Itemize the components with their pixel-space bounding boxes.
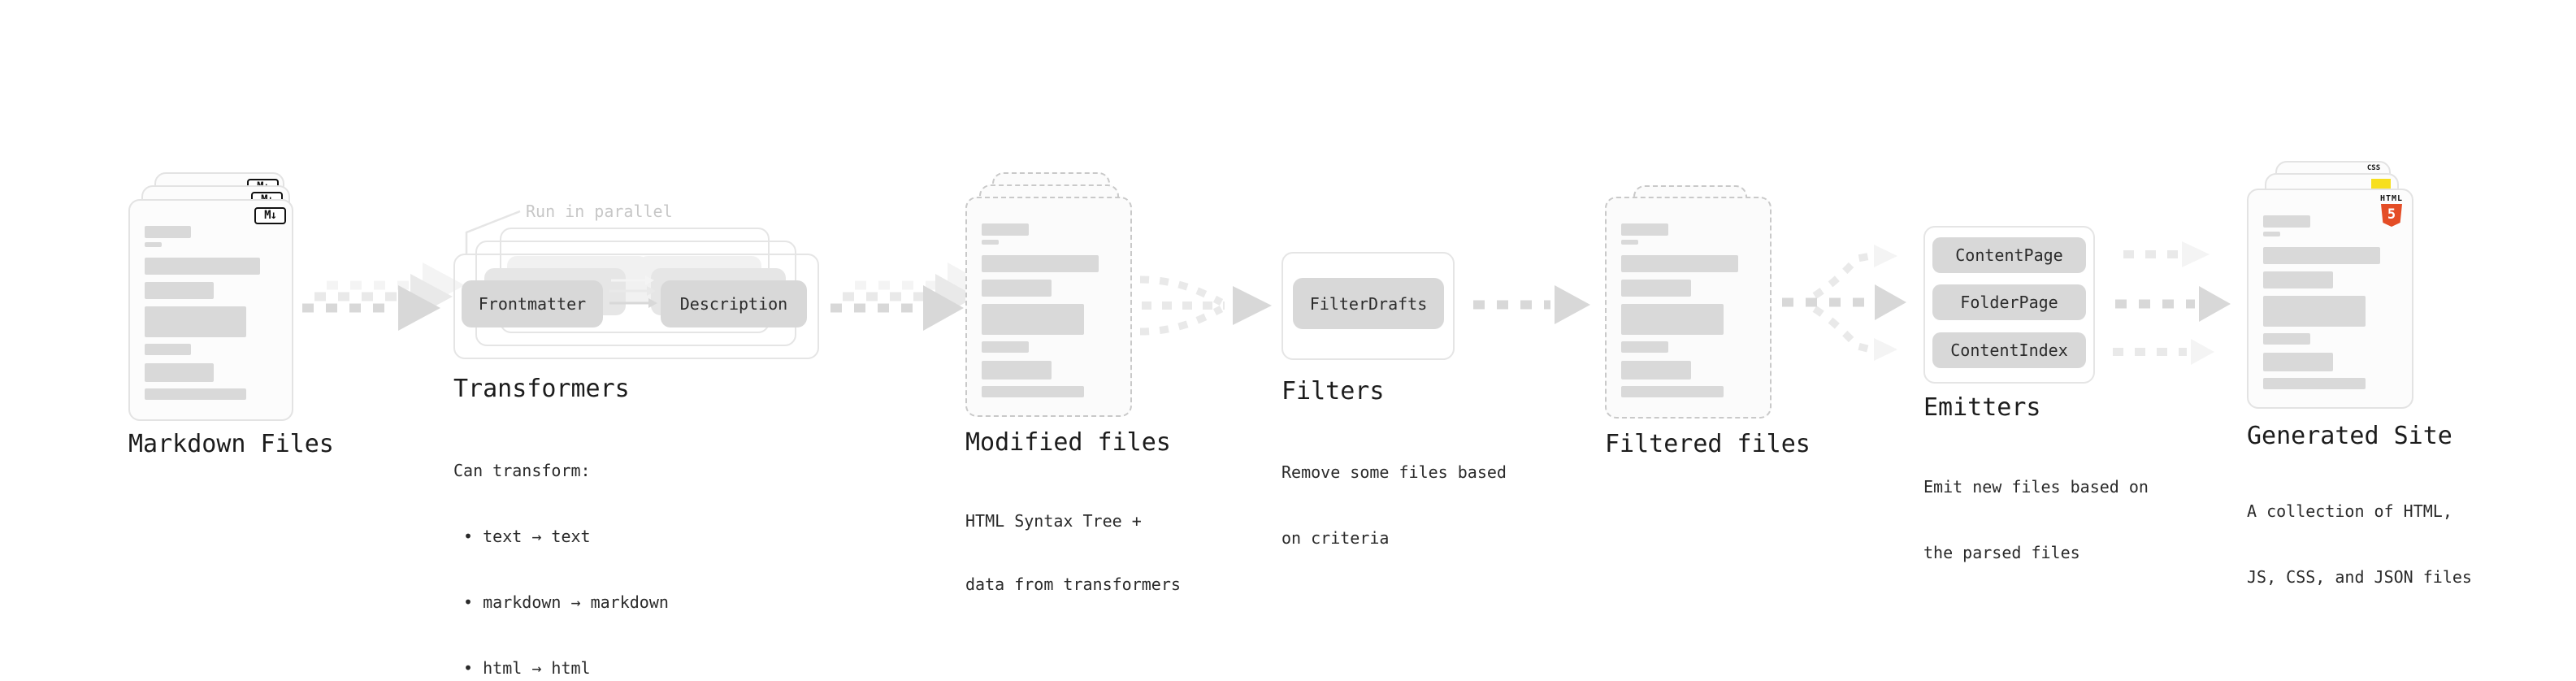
stage-label-emitters: Emitters bbox=[1923, 393, 2041, 422]
flow-arrow-icon bbox=[302, 262, 465, 331]
markdown-icon: M↓ bbox=[254, 207, 286, 224]
converging-arrow-icon bbox=[1139, 275, 1272, 336]
text-line-bar bbox=[982, 361, 1052, 380]
document-card bbox=[965, 197, 1132, 417]
modified-files-description: HTML Syntax Tree + data from transformer… bbox=[965, 511, 1181, 594]
contentindex-node: ContentIndex bbox=[1932, 332, 2086, 368]
document-text-lines bbox=[145, 201, 285, 419]
stage-label-modified-files: Modified files bbox=[965, 428, 1171, 457]
document-text-lines bbox=[982, 198, 1124, 415]
text-line-bar bbox=[2263, 215, 2310, 228]
js-icon bbox=[2371, 179, 2391, 189]
text-line-bar bbox=[145, 363, 214, 382]
document-text-lines bbox=[2263, 190, 2405, 407]
text-line-bar bbox=[1621, 361, 1691, 380]
stage-label-transformers: Transformers bbox=[453, 375, 630, 403]
text-line-bar bbox=[982, 304, 1084, 335]
text-line-bar bbox=[145, 242, 162, 247]
document-card bbox=[2247, 189, 2413, 409]
text-line-bar bbox=[1621, 255, 1738, 272]
transform-arrow-icon bbox=[609, 275, 657, 308]
text-line-bar bbox=[145, 388, 246, 400]
text-line-bar bbox=[1621, 341, 1668, 353]
text-line-bar bbox=[982, 255, 1099, 272]
text-line-bar bbox=[2263, 296, 2366, 327]
text-line-bar bbox=[145, 226, 192, 238]
folderpage-node: FolderPage bbox=[1932, 284, 2086, 320]
frontmatter-node: Frontmatter bbox=[462, 280, 603, 327]
flow-arrow-icon bbox=[830, 262, 988, 331]
text-line-bar bbox=[145, 306, 246, 337]
text-line-bar bbox=[2263, 353, 2333, 371]
stage-label-markdown-files: Markdown Files bbox=[128, 430, 334, 458]
text-line-bar bbox=[145, 282, 214, 299]
text-line-bar bbox=[2263, 333, 2310, 345]
text-line-bar bbox=[982, 280, 1052, 297]
text-line-bar bbox=[982, 341, 1029, 353]
text-line-bar bbox=[982, 386, 1084, 397]
stage-label-filtered-files: Filtered files bbox=[1605, 430, 1811, 458]
text-line-bar bbox=[1621, 386, 1724, 397]
html5-shield: 5 bbox=[2381, 204, 2402, 227]
text-line-bar bbox=[1621, 304, 1724, 335]
annotation-connector-line bbox=[465, 210, 521, 255]
document-text-lines bbox=[1621, 198, 1763, 417]
text-line-bar bbox=[1621, 240, 1638, 245]
document-card bbox=[1605, 197, 1772, 419]
description-node: Description bbox=[661, 280, 807, 327]
text-line-bar bbox=[982, 223, 1029, 236]
flow-arrow-icon bbox=[1473, 285, 1590, 324]
diverging-arrow-icon bbox=[1782, 245, 1906, 361]
text-line-bar bbox=[1621, 280, 1691, 297]
text-line-bar bbox=[145, 344, 192, 355]
text-line-bar bbox=[1621, 223, 1668, 236]
html5-badge-text: HTML bbox=[2379, 194, 2404, 203]
html5-icon: HTML 5 bbox=[2379, 194, 2404, 227]
transformer-frame bbox=[453, 254, 819, 359]
filterdrafts-node: FilterDrafts bbox=[1293, 278, 1444, 329]
css-badge-text: CSS bbox=[2366, 164, 2381, 172]
parallel-arrows-icon bbox=[2113, 241, 2231, 365]
text-line-bar bbox=[982, 240, 999, 245]
contentpage-node: ContentPage bbox=[1932, 237, 2086, 273]
text-line-bar bbox=[145, 258, 260, 275]
text-line-bar bbox=[2263, 247, 2380, 264]
text-line-bar bbox=[2263, 232, 2280, 236]
filters-description: Remove some files based on criteria bbox=[1281, 462, 1507, 548]
transformers-description: Can transform: • text → text • markdown … bbox=[453, 461, 669, 678]
text-line-bar bbox=[2263, 378, 2366, 389]
run-in-parallel-annotation: Run in parallel bbox=[526, 202, 673, 221]
generated-site-description: A collection of HTML, JS, CSS, and JSON … bbox=[2247, 501, 2472, 587]
stage-label-filters: Filters bbox=[1281, 377, 1385, 406]
emitters-description: Emit new files based on the parsed files bbox=[1923, 477, 2149, 562]
document-card bbox=[128, 199, 293, 421]
stage-label-generated-site: Generated Site bbox=[2247, 422, 2452, 450]
text-line-bar bbox=[2263, 271, 2333, 288]
